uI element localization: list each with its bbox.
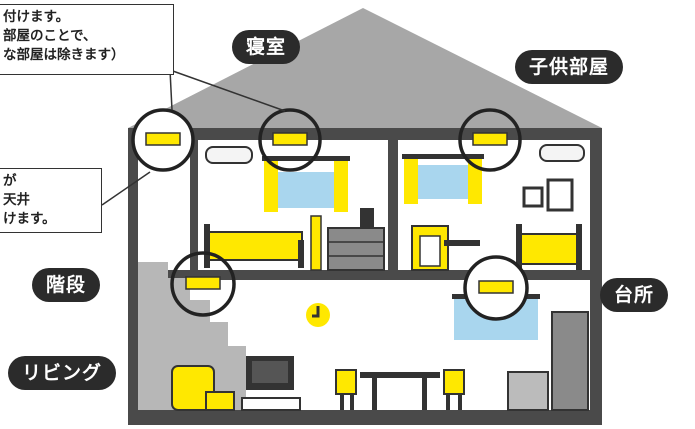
smoke-detector-icon <box>170 251 236 317</box>
smoke-detector-icon <box>463 255 529 321</box>
callout-left-line3: けます。 <box>3 211 56 227</box>
chair-icon <box>443 369 465 410</box>
air-conditioner-icon <box>205 146 253 164</box>
callout-top-line2: 部屋のことで、 <box>3 28 97 44</box>
sofa-icon <box>171 365 235 411</box>
chair-icon <box>335 369 357 410</box>
picture-frame-icon <box>546 178 574 212</box>
label-bedroom: 寝室 <box>232 30 301 64</box>
callout-left-line2: 天井 <box>3 192 30 208</box>
bedroom-curtain-left <box>264 158 278 212</box>
callout-top-line1: 付けます。 <box>3 9 70 25</box>
label-stairs: 階段 <box>32 268 101 302</box>
callout-top: 付けます。 部屋のことで、 な部屋は除きます） <box>0 4 174 75</box>
kids-curtain-left <box>404 156 418 204</box>
staircase <box>138 262 246 410</box>
floor-slab <box>128 270 602 280</box>
dresser-icon <box>327 208 385 271</box>
desk-icon <box>444 240 480 246</box>
air-conditioner-icon <box>539 144 585 162</box>
smoke-detector-icon <box>131 108 195 172</box>
kids-window <box>414 165 474 199</box>
table-icon <box>360 372 440 410</box>
lamp-icon <box>310 215 322 271</box>
callout-left-line1: が <box>3 173 17 189</box>
smoke-detector-icon <box>258 108 322 172</box>
stove-icon <box>507 371 549 411</box>
chair-icon <box>411 225 449 271</box>
smoke-detector-icon <box>458 108 522 172</box>
label-living: リビング <box>8 356 117 390</box>
callout-top-line3: な部屋は除きます） <box>3 47 125 63</box>
bed-icon <box>204 224 304 268</box>
refrigerator-icon <box>551 311 589 411</box>
label-kitchen: 台所 <box>600 278 669 312</box>
label-kids-room: 子供部屋 <box>515 50 624 84</box>
tv-icon <box>241 356 301 411</box>
bedroom-window <box>272 172 338 208</box>
bed-icon <box>516 224 582 270</box>
picture-frame-icon <box>522 186 544 208</box>
callout-left: が 天井 けます。 <box>0 168 102 233</box>
bedroom-curtain-right <box>334 158 348 212</box>
